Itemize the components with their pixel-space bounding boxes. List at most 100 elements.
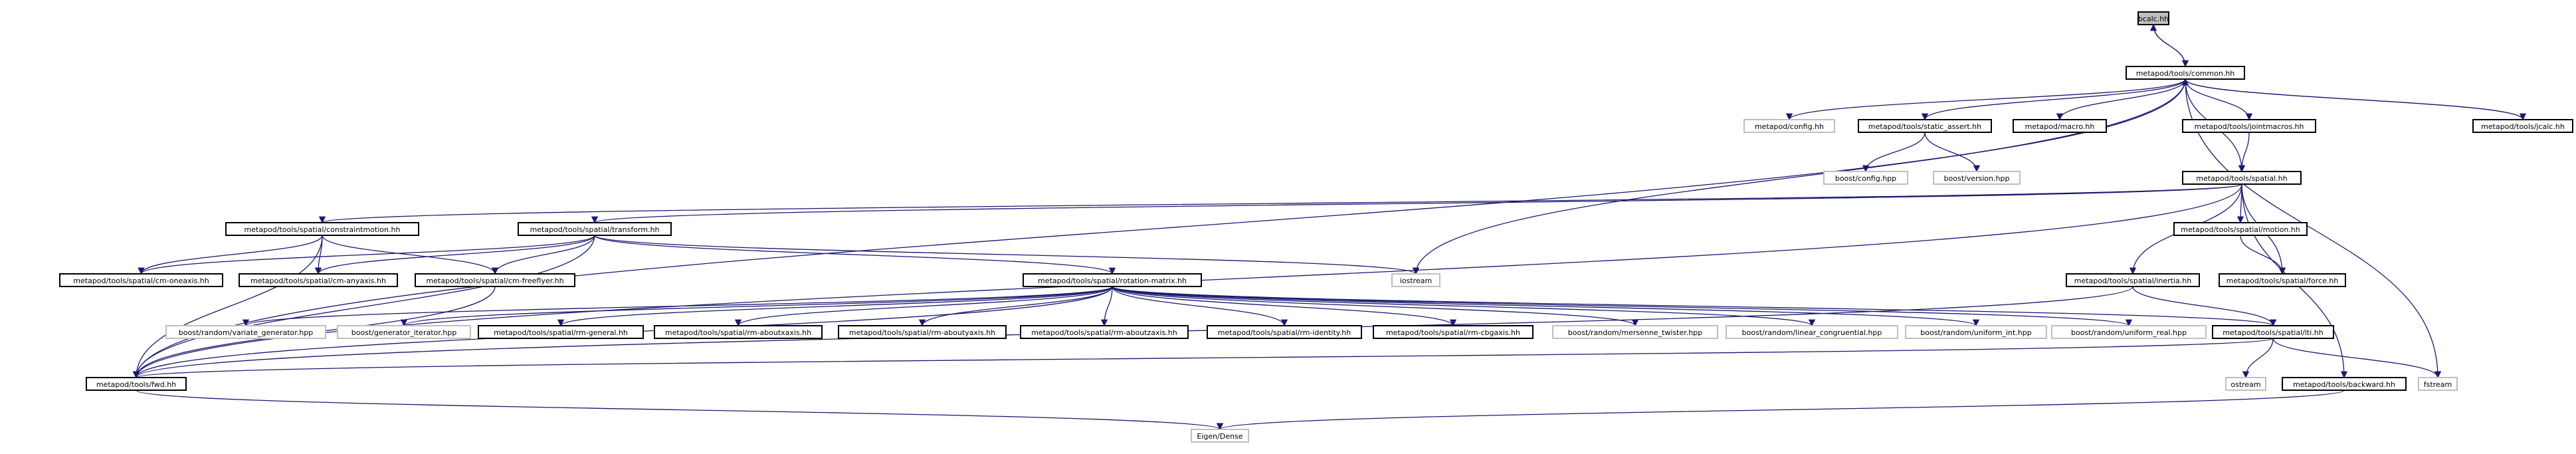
- node-box-motion: [2173, 222, 2308, 236]
- node-box-jcalc: [2472, 119, 2573, 133]
- node-lti[interactable]: metapod/tools/spatial/lti.hh: [2212, 325, 2334, 339]
- node-cm_freeflyer[interactable]: metapod/tools/spatial/cm-freeflyer.hh: [415, 273, 575, 287]
- node-rm_aboutzaxis[interactable]: metapod/tools/spatial/rm-aboutzaxis.hh: [1020, 325, 1189, 339]
- node-iostream: iostream: [1391, 273, 1440, 287]
- node-box-uniform_int: [1905, 325, 2047, 339]
- node-uniform_real: boost/random/uniform_real.hpp: [2051, 325, 2207, 339]
- edge-rotation_matrix-to-rm_aboutxaxis: [734, 286, 1113, 327]
- node-common[interactable]: metapod/tools/common.hh: [2126, 66, 2245, 80]
- node-label-variate_generator: boost/random/variate_generator.hpp: [179, 328, 313, 337]
- node-macro[interactable]: metapod/macro.hh: [2013, 119, 2107, 133]
- node-rm_identity[interactable]: metapod/tools/spatial/rm-identity.hh: [1207, 325, 1362, 339]
- edge-rotation_matrix-to-rm_general: [557, 286, 1113, 327]
- node-ostream: ostream: [2225, 377, 2266, 391]
- node-label-eigen: Eigen/Dense: [1197, 432, 1242, 441]
- edge-common-to-jointmacros: [2185, 78, 2253, 121]
- node-box-ostream: [2225, 377, 2266, 391]
- node-spatial[interactable]: metapod/tools/spatial.hh: [2182, 171, 2302, 185]
- node-jointmacros[interactable]: metapod/tools/jointmacros.hh: [2182, 119, 2316, 133]
- node-label-rm_aboutyaxis: metapod/tools/spatial/rm-aboutyaxis.hh: [849, 328, 995, 337]
- node-root[interactable]: bcalc.hh: [2137, 11, 2169, 25]
- node-box-mersenne_twister: [1552, 325, 1718, 339]
- node-box-rm_aboutzaxis: [1020, 325, 1189, 339]
- node-label-fstream: fstream: [2424, 380, 2452, 389]
- node-jcalc[interactable]: metapod/tools/jcalc.hh: [2472, 119, 2573, 133]
- node-static_assert[interactable]: metapod/tools/static_assert.hh: [1858, 119, 1992, 133]
- node-box-lti: [2212, 325, 2334, 339]
- node-box-boost_config: [1823, 171, 1908, 185]
- node-label-rm_cbgaxis: metapod/tools/spatial/rm-cbgaxis.hh: [1386, 328, 1520, 337]
- edge-transform-to-rotation_matrix: [594, 235, 1116, 275]
- edge-lti-to-fwd: [133, 338, 2274, 379]
- node-transform[interactable]: metapod/tools/spatial/transform.hh: [518, 222, 672, 236]
- node-box-static_assert: [1858, 119, 1992, 133]
- node-label-cm_oneaxis: metapod/tools/spatial/cm-oneaxis.hh: [73, 277, 209, 285]
- edge-rotation_matrix-to-uniform_int: [1112, 286, 1979, 327]
- node-box-cm_freeflyer: [415, 273, 575, 287]
- edge-constraintmotion-to-cm_oneaxis: [138, 235, 323, 275]
- edge-backward-to-eigen: [1217, 390, 2345, 431]
- edge-spatial-to-transform: [591, 183, 2242, 224]
- node-rm_cbgaxis[interactable]: metapod/tools/spatial/rm-cbgaxis.hh: [1373, 325, 1534, 339]
- node-rm_aboutyaxis[interactable]: metapod/tools/spatial/rm-aboutyaxis.hh: [838, 325, 1007, 339]
- edge-rotation_matrix-to-variate_generator: [243, 286, 1113, 327]
- node-box-jointmacros: [2182, 119, 2316, 133]
- edge-static_assert-to-boost_version: [1924, 132, 1981, 173]
- edge-common-to-macro: [2056, 78, 2186, 121]
- node-box-fwd: [86, 377, 187, 391]
- node-label-constraintmotion: metapod/tools/spatial/constraintmotion.h…: [245, 225, 401, 234]
- edge-constraintmotion-to-cm_freeflyer: [322, 235, 499, 275]
- node-label-rm_aboutxaxis: metapod/tools/spatial/rm-aboutxaxis.hh: [665, 328, 811, 337]
- node-motion[interactable]: metapod/tools/spatial/motion.hh: [2173, 222, 2308, 236]
- node-constraintmotion[interactable]: metapod/tools/spatial/constraintmotion.h…: [225, 222, 419, 236]
- node-label-uniform_real: boost/random/uniform_real.hpp: [2071, 328, 2187, 337]
- node-cm_oneaxis[interactable]: metapod/tools/spatial/cm-oneaxis.hh: [59, 273, 223, 287]
- node-box-generator_iterator: [337, 325, 471, 339]
- edge-rotation_matrix-to-generator_iterator: [401, 286, 1113, 327]
- node-label-rotation_matrix: metapod/tools/spatial/rotation-matrix.hh: [1038, 277, 1187, 285]
- edge-transform-to-fwd: [132, 235, 595, 379]
- node-box-constraintmotion: [225, 222, 419, 236]
- node-box-force: [2219, 273, 2346, 287]
- node-box-eigen: [1191, 429, 1249, 443]
- node-label-jcalc: metapod/tools/jcalc.hh: [2481, 122, 2565, 131]
- edge-common-to-fstream: [2185, 78, 2442, 379]
- node-rm_aboutxaxis[interactable]: metapod/tools/spatial/rm-aboutxaxis.hh: [654, 325, 823, 339]
- node-boost_version: boost/version.hpp: [1933, 171, 2021, 185]
- edge-fwd-to-eigen: [136, 390, 1223, 431]
- node-cm_anyaxis[interactable]: metapod/tools/spatial/cm-anyaxis.hh: [239, 273, 398, 287]
- edge-lti-to-fstream: [2272, 338, 2442, 379]
- edge-common-to-fwd: [132, 78, 2186, 379]
- node-box-transform: [518, 222, 672, 236]
- edge-constraintmotion-to-fwd: [132, 235, 323, 379]
- edge-transform-to-cm_anyaxis: [314, 235, 595, 275]
- edge-spatial-to-constraintmotion: [319, 183, 2242, 224]
- node-box-macro: [2013, 119, 2107, 133]
- edge-common-to-iostream: [1412, 78, 2186, 275]
- node-label-config: metapod/config.hh: [1755, 122, 1824, 131]
- node-box-common: [2126, 66, 2245, 80]
- node-label-root: bcalc.hh: [2138, 15, 2169, 23]
- node-label-rm_aboutzaxis: metapod/tools/spatial/rm-aboutzaxis.hh: [1031, 328, 1177, 337]
- node-force[interactable]: metapod/tools/spatial/force.hh: [2219, 273, 2346, 287]
- node-box-iostream: [1391, 273, 1440, 287]
- node-backward[interactable]: metapod/tools/backward.hh: [2282, 377, 2407, 391]
- node-label-static_assert: metapod/tools/static_assert.hh: [1868, 122, 1981, 131]
- node-rotation_matrix[interactable]: metapod/tools/spatial/rotation-matrix.hh: [1023, 273, 1202, 287]
- node-label-mersenne_twister: boost/random/mersenne_twister.hpp: [1568, 328, 1702, 337]
- edge-transform-to-iostream: [594, 235, 1419, 275]
- node-inertia[interactable]: metapod/tools/spatial/inertia.hh: [2066, 273, 2200, 287]
- node-fwd[interactable]: metapod/tools/fwd.hh: [86, 377, 187, 391]
- node-box-cm_anyaxis: [239, 273, 398, 287]
- node-rm_general[interactable]: metapod/tools/spatial/rm-general.hh: [478, 325, 644, 339]
- node-box-rm_aboutyaxis: [838, 325, 1007, 339]
- node-label-generator_iterator: boost/generator_iterator.hpp: [351, 328, 456, 337]
- node-box-rm_aboutxaxis: [654, 325, 823, 339]
- node-label-cm_freeflyer: metapod/tools/spatial/cm-freeflyer.hh: [426, 277, 563, 285]
- node-label-boost_version: boost/version.hpp: [1944, 174, 2010, 183]
- edge-motion-to-force: [2240, 235, 2286, 275]
- node-box-spatial: [2182, 171, 2302, 185]
- node-mersenne_twister: boost/random/mersenne_twister.hpp: [1552, 325, 1718, 339]
- edge-rotation_matrix-to-rm_cbgaxis: [1112, 286, 1457, 327]
- node-box-rotation_matrix: [1023, 273, 1202, 287]
